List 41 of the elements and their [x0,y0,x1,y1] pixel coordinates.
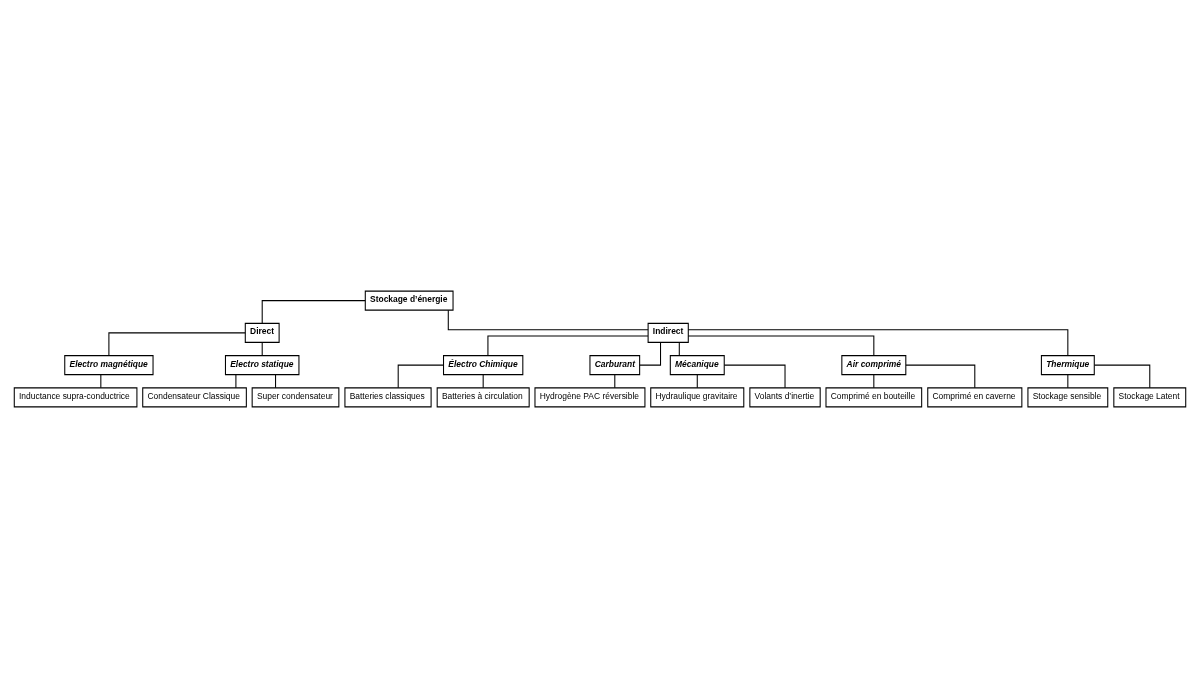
node-box: Inductance supra-conductrice [13,387,138,408]
node-box: Electro magnétique [64,355,154,376]
node-box: Mécanique [669,355,725,376]
node-box: Hydrogène PAC réversible [534,387,646,408]
node-box: Comprimé en bouteille [825,387,923,408]
connector [235,374,237,389]
connector [696,374,698,389]
node-box: Air comprimé [841,355,907,376]
connector [397,364,444,389]
node-box: Hydraulique gravitaire [650,387,745,408]
connector [614,374,616,389]
node-box: Volants d’inertie [749,387,821,408]
node-box: Stockage d’énergie [364,290,454,311]
node-box: Stockage Latent [1113,387,1187,408]
node-box: Thermique [1040,355,1095,376]
connector [108,332,246,356]
connector [447,309,649,331]
node-box: Stockage sensible [1027,387,1109,408]
connector [275,374,277,389]
connector [482,374,484,389]
node-box: Direct [244,322,280,343]
node-box: Batteries classiques [344,387,432,408]
connector [687,335,875,357]
node-box: Carburant [589,355,641,376]
node-box: Comprimé en caverne [927,387,1023,408]
connector [261,300,366,324]
connector [905,364,976,389]
node-box: Batteries à circulation [436,387,530,408]
node-box: Électro Chimique [443,355,524,376]
connector [100,374,102,389]
connector [639,342,662,366]
connector [487,335,649,357]
node-box: Super condensateur [251,387,340,408]
connector [687,329,1069,356]
connector [1067,374,1069,389]
node-box: Indirect [647,322,689,343]
connector [723,364,786,389]
connector [873,374,875,389]
node-box: Electro statique [224,355,300,376]
connector [1093,364,1151,389]
node-box: Condensateur Classique [142,387,247,408]
